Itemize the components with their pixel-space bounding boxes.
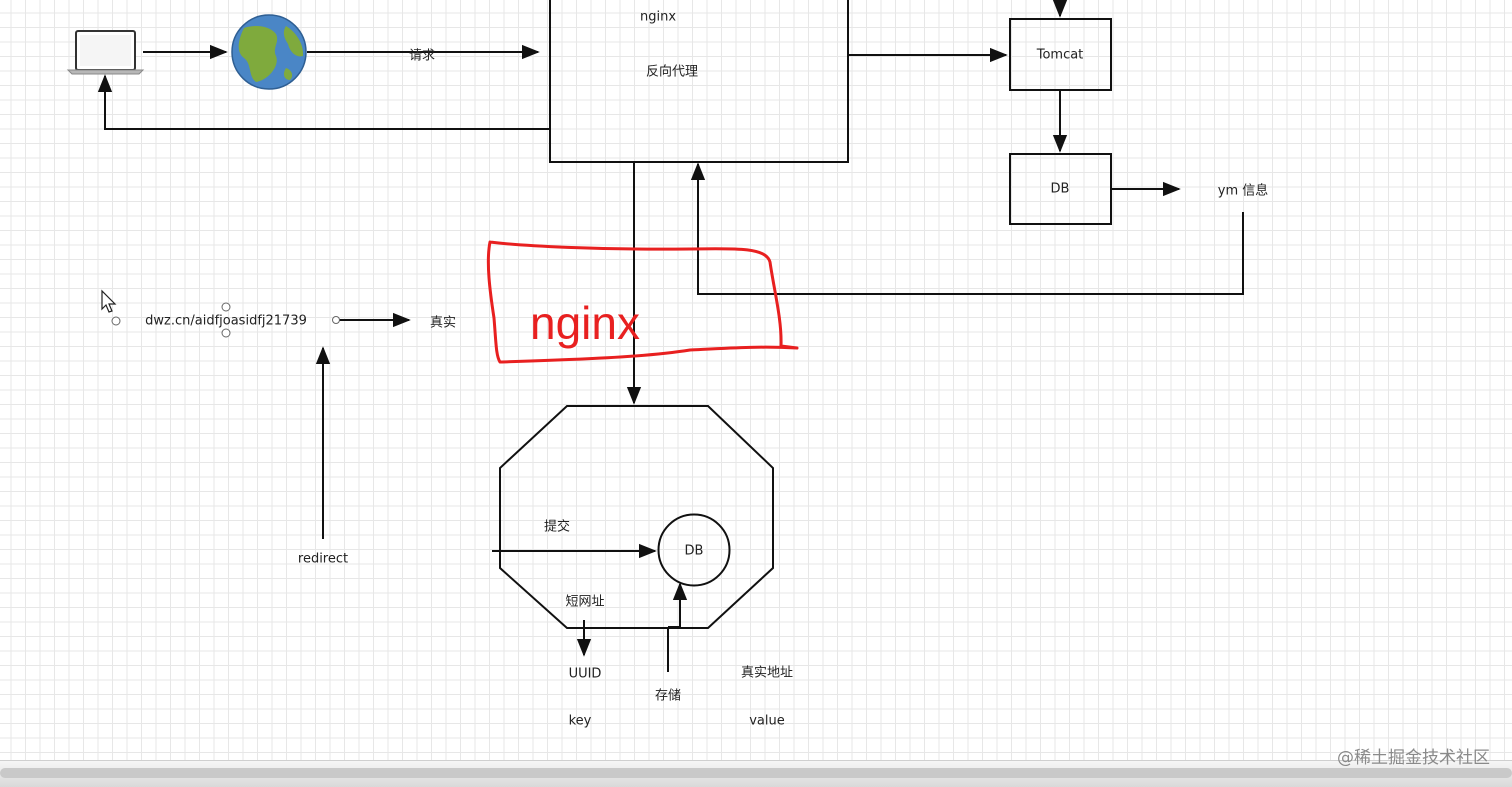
arrow-storage-db-head	[668, 582, 688, 628]
nginx-proxy-box[interactable]	[549, 0, 849, 163]
proxy-subtitle: 反向代理	[645, 64, 699, 80]
proxy-title: nginx	[639, 9, 677, 25]
laptop-icon	[66, 30, 145, 75]
annotation-nginx-text: nginx	[530, 297, 640, 349]
selection-handles	[111, 302, 340, 338]
arrow-ym-nginx	[690, 162, 1244, 295]
db-box[interactable]	[1009, 153, 1112, 225]
short-url-text[interactable]: dwz.cn/aidfjoasidfj21739	[145, 313, 307, 329]
octagon-shape	[499, 405, 774, 629]
db-circle	[657, 513, 731, 587]
tomcat-box[interactable]	[1009, 18, 1112, 91]
arrow-nginx-laptop	[97, 74, 549, 130]
key-label: key	[568, 713, 592, 729]
watermark: @稀土掘金技术社区	[1337, 748, 1490, 768]
submit-label: 提交	[543, 519, 571, 535]
request-label: 请求	[408, 48, 436, 64]
redirect-label: redirect	[297, 551, 349, 567]
storage-label: 存储	[654, 688, 682, 704]
real-address-label: 真实地址	[740, 665, 794, 681]
ym-info-label: ym 信息	[1217, 183, 1269, 199]
short-url-label: 短网址	[565, 594, 605, 610]
value-label: value	[749, 713, 785, 729]
db-top-label: DB	[1050, 181, 1070, 197]
cursor-icon	[101, 289, 117, 313]
tomcat-label: Tomcat	[1036, 47, 1084, 63]
db-circle-label: DB	[684, 543, 704, 559]
uuid-label: UUID	[568, 666, 602, 682]
annotation-outline	[486, 240, 799, 364]
horizontal-scrollbar[interactable]	[0, 768, 1512, 778]
real-label: 真实	[429, 315, 457, 331]
globe-icon	[231, 14, 307, 90]
